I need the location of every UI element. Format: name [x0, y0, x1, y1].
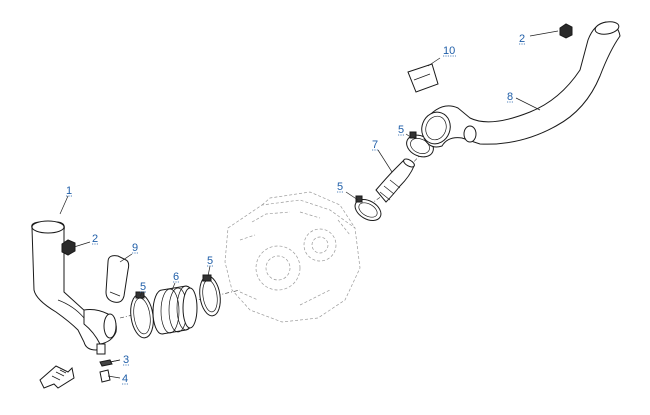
callout-3[interactable]: 3: [123, 354, 129, 366]
leader-lines: [59, 30, 559, 379]
part-8-long-pipe[interactable]: [417, 20, 621, 148]
part-7-bent-hose[interactable]: [375, 157, 416, 203]
part-5-clamp-mid[interactable]: [197, 274, 222, 317]
part-2-nut-left[interactable]: [61, 239, 76, 256]
callout-2-right[interactable]: 2: [519, 33, 525, 45]
callout-5-lower[interactable]: 5: [337, 181, 343, 193]
part-10-gasket[interactable]: [407, 63, 439, 93]
callout-6[interactable]: 6: [173, 271, 179, 283]
part-5-clamp-left[interactable]: [128, 291, 156, 339]
callout-10[interactable]: 10: [443, 45, 455, 57]
front-direction-arrow-icon: [39, 365, 75, 389]
callout-labels: 1 2 9 5 6 5 3 4 5 7 5 10 8 2: [66, 33, 526, 385]
callout-2-left[interactable]: 2: [92, 233, 98, 245]
part-5-clamp-lower[interactable]: [351, 195, 384, 225]
callout-1[interactable]: 1: [66, 185, 72, 197]
part-6-coupling[interactable]: [152, 285, 198, 335]
callout-7[interactable]: 7: [372, 139, 378, 151]
part-4-sleeve[interactable]: [99, 369, 111, 383]
callout-4[interactable]: 4: [122, 373, 128, 385]
engine-block-outline: [224, 191, 361, 323]
callout-5-left[interactable]: 5: [140, 281, 146, 293]
callout-9[interactable]: 9: [132, 242, 138, 254]
part-1-intake-pipe[interactable]: [31, 220, 117, 355]
callout-8[interactable]: 8: [507, 91, 513, 103]
part-2-nut-right[interactable]: [559, 23, 573, 39]
callout-5-mid[interactable]: 5: [207, 255, 213, 267]
callout-5-upper[interactable]: 5: [398, 124, 404, 136]
part-9-gasket[interactable]: [105, 255, 130, 303]
